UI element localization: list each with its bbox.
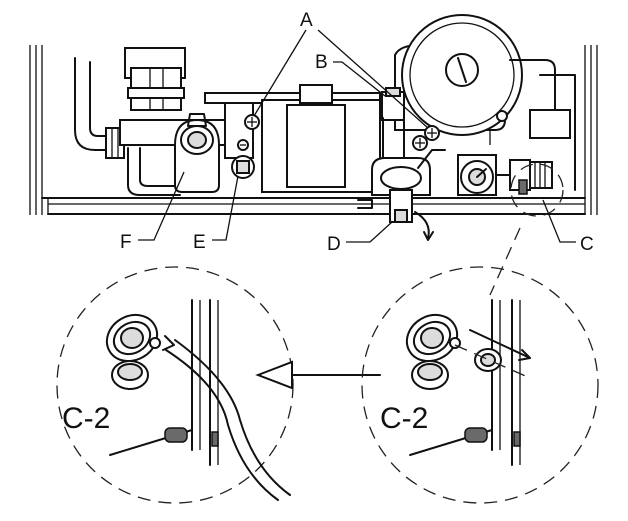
label-c: C — [580, 234, 594, 255]
valve-f — [174, 113, 220, 193]
drain-fitting-right — [405, 313, 461, 390]
leader-c — [542, 199, 576, 243]
label-a: A — [300, 10, 313, 31]
drain-valve-d — [357, 149, 446, 241]
leader-a-left — [253, 29, 307, 117]
leader-a-right — [317, 29, 429, 129]
drain-hose — [174, 339, 291, 496]
part-labels: A B C D E F — [120, 10, 594, 255]
screw-a-left — [244, 114, 260, 130]
left-pipe — [74, 57, 125, 159]
detail-left-label: C-2 — [62, 402, 110, 435]
leader-b — [333, 61, 386, 97]
central-housing — [261, 84, 381, 193]
top-manifold — [124, 47, 186, 111]
leader-f — [138, 171, 185, 241]
detail-right: C-2 — [361, 266, 599, 504]
detail-right-circle — [361, 266, 599, 504]
detail-left-circle — [56, 266, 294, 504]
label-d: D — [327, 234, 341, 255]
leader-detail — [489, 227, 521, 296]
drain-pipe — [127, 147, 181, 196]
screw-a-right — [424, 125, 440, 141]
boiler-assembly — [29, 14, 598, 241]
label-e: E — [193, 232, 206, 253]
detail-circle-c — [510, 163, 564, 217]
drain-fitting-left — [105, 313, 161, 390]
bottom-tray — [41, 197, 586, 215]
detail-left: C-2 — [56, 266, 294, 504]
pressure-gauge — [457, 154, 497, 196]
drain-cap — [474, 348, 502, 372]
detail-right-label: C-2 — [380, 402, 428, 435]
leader-d — [346, 221, 393, 243]
leader-e — [212, 175, 239, 241]
leader-lines — [138, 29, 576, 296]
left-frame-rail — [29, 45, 43, 215]
label-b: B — [315, 52, 328, 73]
connector-e — [231, 139, 255, 179]
direction-arrow — [255, 360, 381, 390]
center-pipes — [382, 117, 428, 166]
right-frame-rail — [584, 45, 598, 215]
cap-path-line — [454, 344, 531, 379]
label-f: F — [120, 232, 132, 253]
pump-housing — [394, 14, 576, 191]
